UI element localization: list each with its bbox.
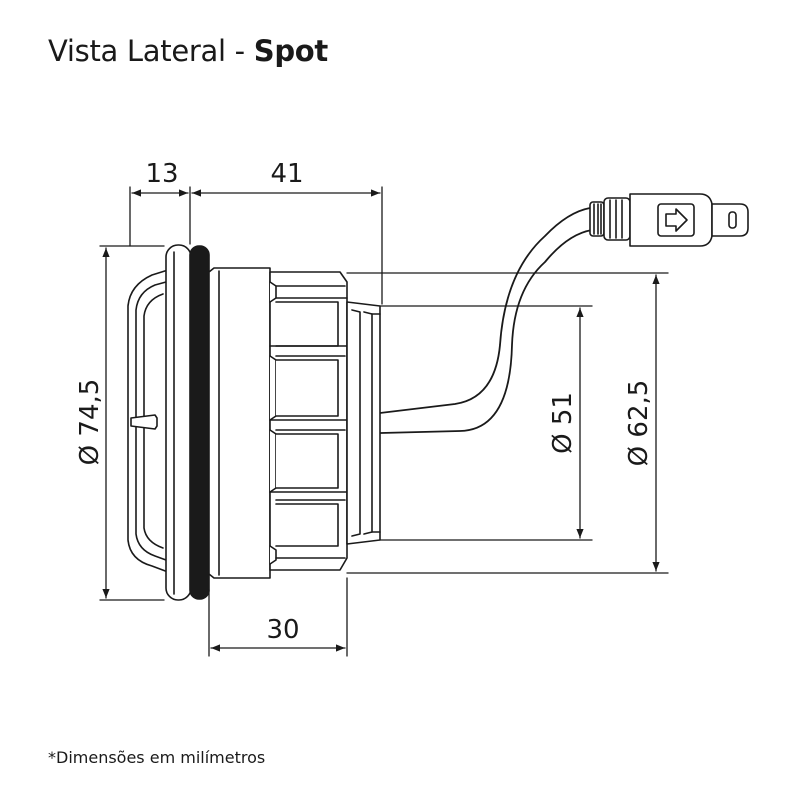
title-prefix: Vista Lateral - [48,34,254,68]
gasket [189,245,210,600]
diagram-title: Vista Lateral - Spot [48,34,328,68]
dimension-lines [102,189,660,652]
dim-label-body-width: 41 [270,159,303,189]
lens-dome [127,269,169,573]
dim-label-outer-diameter: Ø 74,5 [75,379,105,466]
thread [346,301,381,545]
connector-arrow-icon [665,208,688,232]
connector [589,193,749,247]
dim-label-body-diameter: Ø 62,5 [624,380,654,467]
extension-lines [99,186,669,657]
title-bold: Spot [253,34,329,68]
footnote: *Dimensões em milímetros [48,748,266,767]
cable [379,207,593,434]
dim-label-thread-diameter: Ø 51 [548,392,578,454]
body [208,267,271,579]
dim-label-front-width: 13 [145,159,178,189]
dim-label-base-width: 30 [266,615,299,645]
mounting-nut [269,271,348,571]
bezel-flange [165,244,192,601]
